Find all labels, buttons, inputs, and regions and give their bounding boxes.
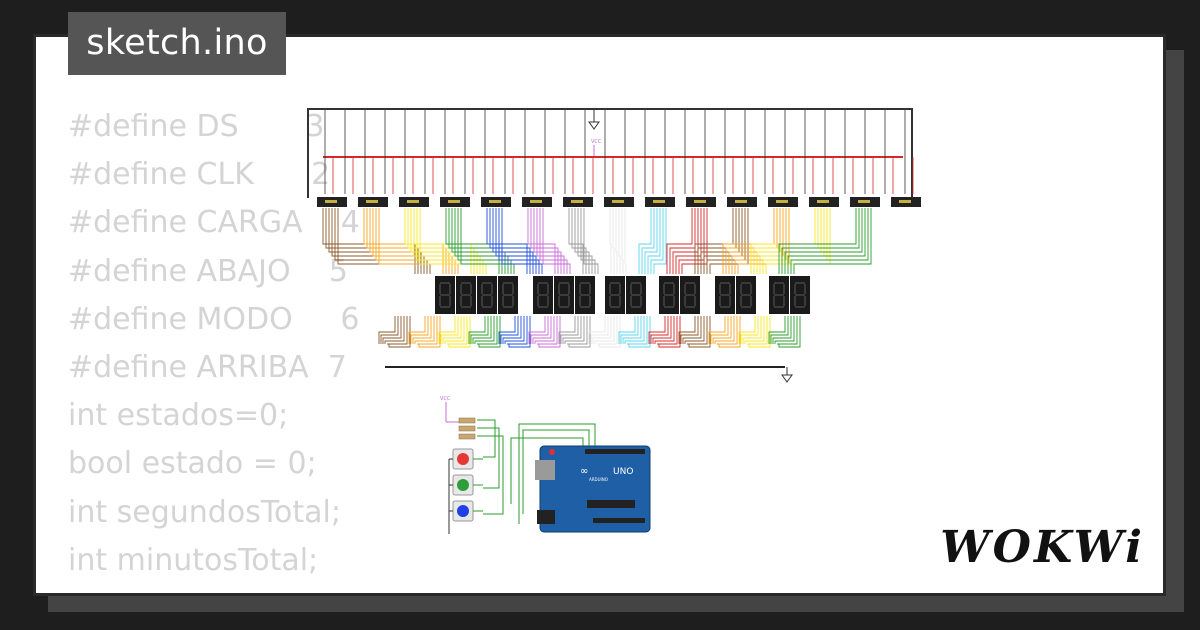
file-tab[interactable]: sketch.ino xyxy=(68,12,286,75)
code-line: int minutosTotal; xyxy=(68,542,319,578)
arduino-brand: ARDUINO xyxy=(589,477,608,482)
vcc-label-buttons: VCC xyxy=(440,396,451,402)
seven-segment-digit xyxy=(715,276,735,314)
vcc-label-top: VCC xyxy=(591,139,602,145)
code-line: bool estado = 0; xyxy=(68,446,317,482)
push-button[interactable] xyxy=(452,448,474,470)
shift-register-chip[interactable] xyxy=(481,197,511,207)
code-line: #define CLK 2 xyxy=(68,157,331,193)
seven-segment-digit xyxy=(605,276,625,314)
shift-register-chip[interactable] xyxy=(522,197,552,207)
seven-segment-digit xyxy=(533,276,553,314)
shift-register-chip[interactable] xyxy=(727,197,757,207)
shift-register-row[interactable] xyxy=(317,197,921,207)
seven-segment-digit xyxy=(554,276,574,314)
shift-register-chip[interactable] xyxy=(399,197,429,207)
wokwi-logo: WOKWi xyxy=(940,522,1145,573)
seven-segment-digit xyxy=(626,276,646,314)
seven-segment-displays[interactable] xyxy=(435,276,810,314)
code-line: #define DS 3 xyxy=(68,109,325,144)
code-line: #define CARGA 4 xyxy=(68,205,360,241)
shift-register-chip[interactable] xyxy=(686,197,716,207)
seven-segment-digit xyxy=(575,276,595,314)
seven-segment-digit xyxy=(736,276,756,314)
project-card: #define DS 3 #define CLK 2 #define CARGA 4… xyxy=(33,34,1166,596)
code-line: #define ARRIBA 7 xyxy=(68,349,347,385)
shift-register-chip[interactable] xyxy=(891,197,921,207)
seven-segment-digit xyxy=(790,276,810,314)
seven-segment-digit xyxy=(769,276,789,314)
shift-register-chip[interactable] xyxy=(768,197,798,207)
code-line: #define MODO 6 xyxy=(68,301,360,337)
shift-register-chip[interactable] xyxy=(645,197,675,207)
seven-segment-digit xyxy=(498,276,518,314)
code-line: int estados=0; xyxy=(68,398,289,434)
arduino-infinity-icon: ∞ xyxy=(580,466,588,477)
shift-register-chip[interactable] xyxy=(317,197,347,207)
resistors xyxy=(458,417,476,440)
code-line: int segundosTotal; xyxy=(68,494,342,530)
shift-register-chip[interactable] xyxy=(809,197,839,207)
circuit-diagram[interactable]: VCC VCC xyxy=(295,104,935,534)
seven-segment-digit xyxy=(456,276,476,314)
shift-register-chip[interactable] xyxy=(604,197,634,207)
code-line: #define ABAJO 5 xyxy=(68,253,348,289)
shift-register-chip[interactable] xyxy=(358,197,388,207)
seven-segment-digit xyxy=(680,276,700,314)
code-line: int horasTotal; xyxy=(68,585,360,593)
push-button[interactable] xyxy=(452,474,474,496)
arduino-uno-board[interactable]: UNO ARDUINO ∞ xyxy=(535,445,651,533)
wire-bundles xyxy=(322,208,872,348)
seven-segment-digit xyxy=(477,276,497,314)
seven-segment-digit xyxy=(659,276,679,314)
shift-register-chip[interactable] xyxy=(563,197,593,207)
shift-register-chip[interactable] xyxy=(440,197,470,207)
arduino-label: UNO xyxy=(613,467,633,477)
shift-register-chip[interactable] xyxy=(850,197,880,207)
push-button[interactable] xyxy=(452,500,474,522)
seven-segment-digit xyxy=(435,276,455,314)
bus-drops xyxy=(324,109,914,194)
code-preview: #define DS 3 #define CLK 2 #define CARGA 4… xyxy=(68,103,360,593)
